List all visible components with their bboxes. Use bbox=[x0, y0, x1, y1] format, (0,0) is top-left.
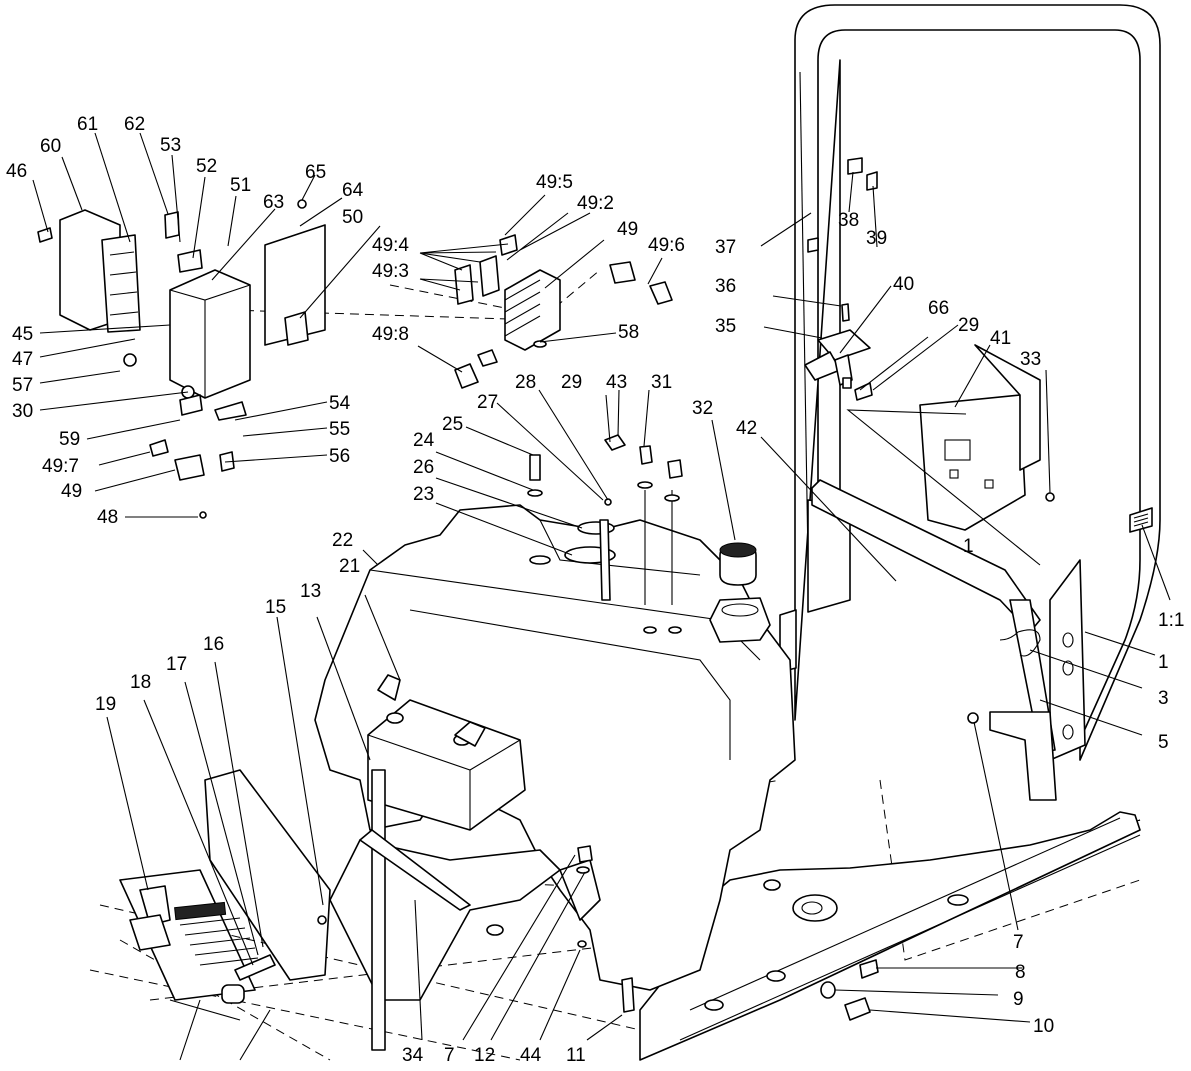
decal-19 bbox=[119, 869, 259, 1001]
callout-50: 50 bbox=[342, 207, 363, 228]
callout-49-5: 49:5 bbox=[536, 172, 573, 193]
rops-crossmember bbox=[811, 479, 1057, 801]
battery bbox=[367, 674, 526, 831]
callout-56: 56 bbox=[329, 446, 350, 467]
fuel-sender bbox=[527, 434, 683, 605]
callout-40: 40 bbox=[893, 274, 914, 295]
callout-8: 8 bbox=[1015, 962, 1026, 983]
callout-46: 46 bbox=[6, 161, 27, 182]
callout-15: 15 bbox=[265, 597, 286, 618]
callout-42: 42 bbox=[736, 418, 757, 439]
callout-55: 55 bbox=[329, 419, 350, 440]
callout-21: 21 bbox=[339, 556, 360, 577]
callout-49-b: 49 bbox=[617, 219, 638, 240]
callout-1-a: 1 bbox=[1158, 652, 1169, 673]
callout-35: 35 bbox=[715, 316, 736, 337]
callout-51: 51 bbox=[230, 175, 251, 196]
callout-34: 34 bbox=[402, 1045, 424, 1066]
callout-60: 60 bbox=[40, 136, 61, 157]
callout-18: 18 bbox=[130, 672, 151, 693]
control-box bbox=[37, 199, 326, 519]
callout-31: 31 bbox=[651, 372, 672, 393]
callout-7-b: 7 bbox=[444, 1045, 455, 1066]
decal-1-1 bbox=[1129, 507, 1153, 533]
callout-29-b: 29 bbox=[561, 372, 582, 393]
battery-tray bbox=[329, 769, 601, 1051]
callout-52: 52 bbox=[196, 156, 217, 177]
callout-49-3: 49:3 bbox=[372, 261, 409, 282]
cable-17-18 bbox=[221, 954, 276, 1004]
panel-41 bbox=[919, 344, 1055, 531]
callout-30: 30 bbox=[12, 401, 33, 422]
callout-39: 39 bbox=[866, 228, 887, 249]
fuse-block-49 bbox=[454, 234, 673, 389]
callout-12: 12 bbox=[474, 1045, 495, 1066]
fuel-tank bbox=[314, 504, 796, 991]
callout-29-a: 29 bbox=[958, 315, 979, 336]
callout-28: 28 bbox=[515, 372, 536, 393]
rops-bar bbox=[779, 4, 1161, 761]
callout-23: 23 bbox=[413, 484, 434, 505]
callout-36: 36 bbox=[715, 276, 736, 297]
callout-41: 41 bbox=[990, 328, 1011, 349]
bar-37-fasteners bbox=[807, 157, 878, 253]
callout-44: 44 bbox=[520, 1045, 542, 1066]
callout-53: 53 bbox=[160, 135, 181, 156]
callout-7-a: 7 bbox=[1013, 932, 1024, 953]
callout-17: 17 bbox=[166, 654, 187, 675]
callout-5: 5 bbox=[1158, 732, 1169, 753]
callout-49-7: 49:7 bbox=[42, 456, 79, 477]
callout-9: 9 bbox=[1013, 989, 1024, 1010]
callout-66: 66 bbox=[928, 298, 949, 319]
callout-59: 59 bbox=[59, 429, 80, 450]
callout-49-a: 49 bbox=[61, 481, 82, 502]
callout-25: 25 bbox=[442, 414, 463, 435]
callout-63: 63 bbox=[263, 192, 284, 213]
callout-37: 37 bbox=[715, 237, 736, 258]
callout-61: 61 bbox=[77, 114, 98, 135]
callout-48: 48 bbox=[97, 507, 118, 528]
callout-49-8: 49:8 bbox=[372, 324, 409, 345]
callout-58: 58 bbox=[618, 322, 639, 343]
lower-hardware bbox=[576, 845, 879, 1021]
callout-19: 19 bbox=[95, 694, 116, 715]
callout-47: 47 bbox=[12, 349, 33, 370]
callout-33: 33 bbox=[1020, 349, 1041, 370]
callout-labels: 46 60 61 62 53 52 51 65 64 63 50 45 47 5… bbox=[6, 114, 1184, 1066]
callout-43: 43 bbox=[606, 372, 627, 393]
callout-3: 3 bbox=[1158, 688, 1169, 709]
callout-38: 38 bbox=[838, 210, 859, 231]
callout-13: 13 bbox=[300, 581, 321, 602]
callout-1-1: 1:1 bbox=[1158, 610, 1184, 631]
callout-10: 10 bbox=[1033, 1016, 1054, 1037]
leader-lines bbox=[32, 132, 1171, 1041]
callout-45: 45 bbox=[12, 324, 33, 345]
callout-24: 24 bbox=[413, 430, 435, 451]
callout-11: 11 bbox=[566, 1045, 586, 1066]
frame bbox=[169, 811, 1141, 1061]
callout-1-b: 1 bbox=[963, 536, 974, 557]
callout-49-4: 49:4 bbox=[372, 235, 409, 256]
callout-54: 54 bbox=[329, 393, 351, 414]
callout-22: 22 bbox=[332, 530, 353, 551]
callout-26: 26 bbox=[413, 457, 434, 478]
callout-49-6: 49:6 bbox=[648, 235, 685, 256]
callout-64: 64 bbox=[342, 180, 364, 201]
callout-57: 57 bbox=[12, 375, 33, 396]
callout-16: 16 bbox=[203, 634, 224, 655]
callout-65: 65 bbox=[305, 162, 326, 183]
callout-27: 27 bbox=[477, 392, 498, 413]
bracket-35 bbox=[804, 303, 873, 401]
callout-49-2: 49:2 bbox=[577, 193, 614, 214]
callout-32: 32 bbox=[692, 398, 713, 419]
callout-62: 62 bbox=[124, 114, 145, 135]
